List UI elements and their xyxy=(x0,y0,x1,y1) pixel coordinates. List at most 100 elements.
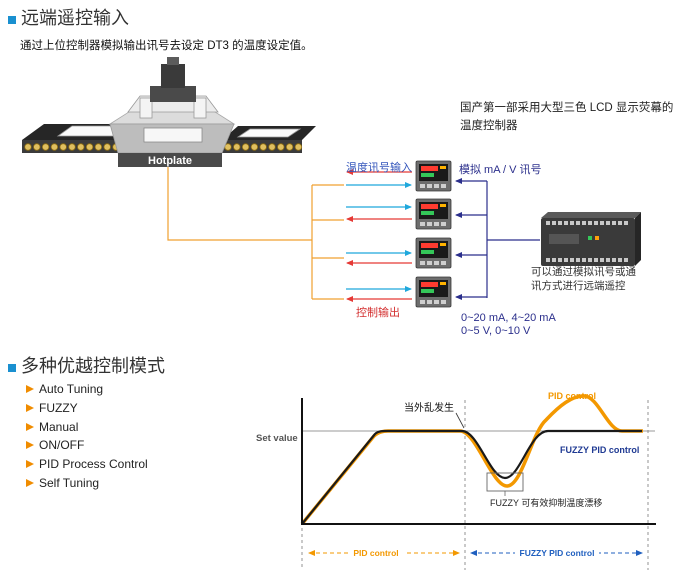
remote-note-line: 讯方式进行远端遥控 xyxy=(531,280,626,292)
plc-terminal xyxy=(600,258,604,262)
temperature-controller xyxy=(415,198,452,230)
controller-key xyxy=(427,300,432,304)
plc-body xyxy=(541,218,635,266)
analog-signal-wiring xyxy=(455,178,540,300)
machine-base xyxy=(108,109,236,154)
temperature-controller xyxy=(415,237,452,269)
roller xyxy=(259,143,267,151)
disturbance-label: 当外乱发生 xyxy=(404,401,454,414)
remote-section-title: 远端遥控输入 xyxy=(21,8,129,28)
mode-label: Auto Tuning xyxy=(39,382,104,396)
pid-phase-label: PID control xyxy=(353,548,398,558)
heating-plate xyxy=(143,127,203,143)
fuzzy-curve-label: FUZZY PID control xyxy=(560,445,639,455)
plc-terminal xyxy=(564,221,568,225)
plc-terminal xyxy=(558,258,562,262)
list-item: Manual xyxy=(26,419,226,435)
product-board xyxy=(236,128,302,138)
pid-curve-label: PID control xyxy=(548,391,596,401)
plc-label-plate xyxy=(549,234,579,244)
plc-terminal xyxy=(570,258,574,262)
pv-readout xyxy=(421,166,438,171)
actuator-cap xyxy=(167,57,179,65)
list-item: FUZZY xyxy=(26,400,226,416)
roller xyxy=(250,143,259,151)
roller xyxy=(33,143,41,151)
plc-unit xyxy=(541,212,641,266)
plc-terminal xyxy=(576,258,580,262)
controller-key xyxy=(427,222,432,226)
plc-terminal xyxy=(624,221,628,225)
plc-terminal xyxy=(618,258,622,262)
plc-terminal xyxy=(600,221,604,225)
controller-key xyxy=(434,300,439,304)
sv-readout xyxy=(421,250,434,254)
mode-label: Self Tuning xyxy=(39,476,100,490)
sv-readout xyxy=(421,211,434,215)
temp-signal-input-label: 温度讯号输入 xyxy=(346,162,412,174)
pv-readout xyxy=(421,243,438,248)
output-indicator xyxy=(440,204,446,207)
controller-key xyxy=(434,261,439,265)
mode-label: PID Process Control xyxy=(39,457,148,471)
roller xyxy=(241,143,250,151)
roller-row xyxy=(24,143,120,151)
remote-section-subtitle: 通过上位控制器模拟输出讯号去设定 DT3 的温度设定值。 xyxy=(20,40,313,52)
triangle-bullet-icon xyxy=(26,479,34,487)
roller xyxy=(59,143,67,151)
actuator-cylinder xyxy=(161,64,185,88)
plc-terminal xyxy=(606,221,610,225)
gantry-post-left xyxy=(139,97,153,119)
plc-terminal xyxy=(546,258,550,262)
roller xyxy=(68,143,76,151)
right-conveyor xyxy=(222,126,316,153)
triangle-bullet-icon xyxy=(26,385,34,393)
plc-terminal xyxy=(570,221,574,225)
plc-terminal xyxy=(576,221,580,225)
heater-wiring xyxy=(167,167,344,300)
plc-terminal-strip xyxy=(546,221,628,262)
sv-readout xyxy=(421,289,434,293)
pv-readout xyxy=(421,204,438,209)
controller-key xyxy=(420,300,425,304)
disturbance-pointer xyxy=(455,412,465,429)
plc-terminal xyxy=(558,221,562,225)
plc-terminal xyxy=(594,258,598,262)
triangle-bullet-icon xyxy=(26,460,34,468)
output-indicator xyxy=(440,282,446,285)
temperature-controller xyxy=(415,276,452,308)
press-head xyxy=(127,57,219,119)
roller xyxy=(24,143,32,151)
roller xyxy=(41,143,50,151)
triangle-bullet-icon xyxy=(26,441,34,449)
hotplate-label-bg xyxy=(118,153,222,167)
roller xyxy=(285,143,294,151)
plc-terminal xyxy=(564,258,568,262)
response-chart: Set value 当外乱发生 PID control FUZZY PID co… xyxy=(256,391,656,570)
roller xyxy=(77,143,85,151)
list-item: ON/OFF xyxy=(26,437,226,453)
triangle-bullet-icon xyxy=(26,423,34,431)
control-output-label: 控制输出 xyxy=(356,307,400,319)
plc-terminal xyxy=(624,258,628,262)
plc-top-face xyxy=(541,212,641,218)
roller xyxy=(233,143,241,151)
pid-phase-label-bg xyxy=(348,547,404,558)
plc-terminal xyxy=(594,221,598,225)
controller-key xyxy=(420,184,425,188)
plc-status-led xyxy=(595,236,599,240)
hotplate-machine: Hotplate xyxy=(22,57,316,167)
triangle-bullet-icon xyxy=(26,404,34,412)
mode-label: FUZZY xyxy=(39,401,78,415)
section-bullet xyxy=(8,364,16,372)
roller-row xyxy=(224,143,303,151)
analog-signal-label: 模拟 mA / V 讯号 xyxy=(459,164,542,176)
actuator-block xyxy=(150,86,196,102)
roller xyxy=(50,143,59,151)
plc-terminal xyxy=(618,221,622,225)
plc-terminal xyxy=(588,258,592,262)
controller-key xyxy=(441,300,446,304)
roller xyxy=(85,143,94,151)
